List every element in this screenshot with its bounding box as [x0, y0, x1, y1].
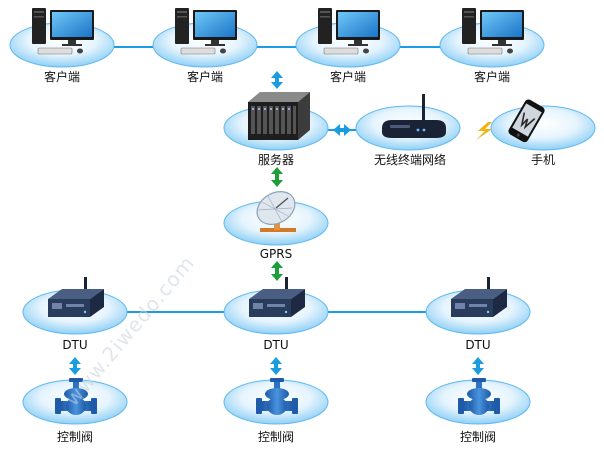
lightning-bolt-icon	[476, 122, 492, 140]
dtu-label-left: DTU	[62, 338, 88, 352]
arrow-blue-vertical-icon	[271, 71, 283, 89]
arrow-blue-vertical-icon	[69, 357, 81, 375]
computer-icon	[318, 8, 380, 55]
gprs-label: GPRS	[259, 247, 293, 261]
dtu-device-icon	[451, 277, 507, 317]
arrow-blue-horizontal-icon	[333, 124, 351, 136]
computer-icon	[462, 8, 524, 55]
server-icon	[248, 92, 310, 140]
phone-icon	[508, 99, 545, 143]
arrow-blue-vertical-icon	[270, 357, 282, 375]
client-label-3: 客户端	[329, 70, 366, 84]
client-label-1: 客户端	[43, 70, 80, 84]
arrow-green-vertical-icon	[271, 167, 283, 187]
valve-icon	[458, 378, 500, 415]
valve-label-right: 控制阀	[459, 430, 496, 444]
valve-icon	[55, 378, 97, 415]
wireless-network-label: 无线终端网络	[373, 153, 446, 167]
dtu-label-mid: DTU	[263, 338, 289, 352]
phone-label: 手机	[530, 153, 555, 167]
router-icon	[382, 94, 446, 138]
dtu-device-icon	[48, 277, 104, 317]
client-label-2: 客户端	[186, 70, 223, 84]
dtu-device-icon	[249, 277, 305, 317]
arrow-green-vertical-icon	[271, 261, 283, 281]
computer-icon	[175, 8, 237, 55]
valve-icon	[256, 378, 298, 415]
computer-icon	[32, 8, 94, 55]
arrow-blue-vertical-icon	[472, 357, 484, 375]
satellite-dish-icon	[256, 191, 296, 232]
client-label-4: 客户端	[473, 70, 510, 84]
dtu-label-right: DTU	[465, 338, 491, 352]
server-label: 服务器	[257, 153, 294, 167]
valve-label-left: 控制阀	[56, 430, 93, 444]
valve-label-mid: 控制阀	[257, 430, 294, 444]
